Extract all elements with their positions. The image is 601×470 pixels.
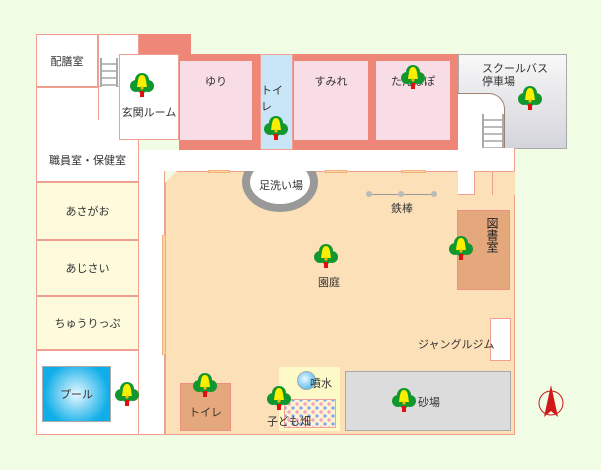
room-label: 玄関ルーム	[121, 106, 177, 119]
room-label: 職員室・保健室	[49, 153, 126, 167]
courtyard-notch	[492, 171, 515, 195]
room-yuri[interactable]: ゆり	[180, 61, 252, 140]
room-label: あさがお	[65, 205, 110, 218]
stairs	[100, 58, 118, 90]
room-shokuin-upper	[98, 87, 119, 120]
iron-bar-post	[398, 191, 404, 197]
tree-bell-icon	[518, 86, 542, 110]
north-arrow-icon	[538, 385, 564, 417]
tree-bell-icon	[267, 386, 291, 410]
room-tulip[interactable]: ちゅうりっぷ	[36, 296, 139, 350]
room-sumire[interactable]: すみれ	[294, 61, 368, 140]
tree-bell-icon	[449, 236, 473, 260]
room-label: トイレ	[189, 406, 222, 419]
room-label: あじさい	[65, 262, 110, 275]
yard-label: 園庭	[318, 276, 340, 289]
window	[325, 170, 347, 173]
room-label: プール	[60, 388, 93, 401]
bus-label-1: スクールバス	[482, 62, 548, 75]
jungle-gym-label: ジャングルジム	[418, 338, 495, 351]
tree-bell-icon	[130, 73, 154, 97]
room-haizen: 配膳室	[36, 34, 98, 87]
tree-bell-icon	[193, 373, 217, 397]
kids-garden-label: 子ども畑	[267, 415, 311, 428]
bus-label-2: 停車場	[482, 75, 515, 88]
room-label: ゆり	[205, 74, 227, 88]
corridor	[139, 150, 505, 171]
fountain-label: 噴水	[310, 377, 332, 390]
tree-bell-icon	[401, 65, 425, 89]
room-ajisai[interactable]: あじさい	[36, 240, 139, 296]
window	[162, 235, 166, 355]
jungle-gym	[490, 318, 511, 361]
iron-bar-label: 鉄棒	[391, 202, 413, 215]
tree-bell-icon	[264, 116, 288, 140]
pool: プール	[42, 366, 111, 422]
stairs	[482, 114, 504, 148]
tree-bell-icon	[392, 388, 416, 412]
room-asagao[interactable]: あさがお	[36, 182, 139, 240]
sandbox-label: 砂場	[418, 396, 440, 409]
room-label: すみれ	[314, 74, 348, 88]
wall	[139, 34, 191, 56]
tree-bell-icon	[314, 244, 338, 268]
iron-bar-post	[431, 191, 437, 197]
sandbox	[345, 371, 511, 431]
window	[401, 170, 426, 173]
courtyard-notch	[458, 171, 475, 195]
tree-bell-icon	[115, 382, 139, 406]
room-genkan: 玄関ルーム	[119, 54, 179, 140]
iron-bar-post	[366, 191, 372, 197]
foot-wash-label: 足洗い場	[259, 179, 303, 192]
room-label: ちゅうりっぷ	[54, 317, 121, 330]
room-label: 図書室	[485, 217, 499, 253]
room-label: 配膳室	[50, 54, 84, 68]
fountain	[297, 371, 316, 390]
window	[208, 170, 230, 173]
room-label: トイレ	[261, 84, 283, 113]
corridor	[458, 148, 515, 173]
kids-garden	[284, 399, 336, 428]
